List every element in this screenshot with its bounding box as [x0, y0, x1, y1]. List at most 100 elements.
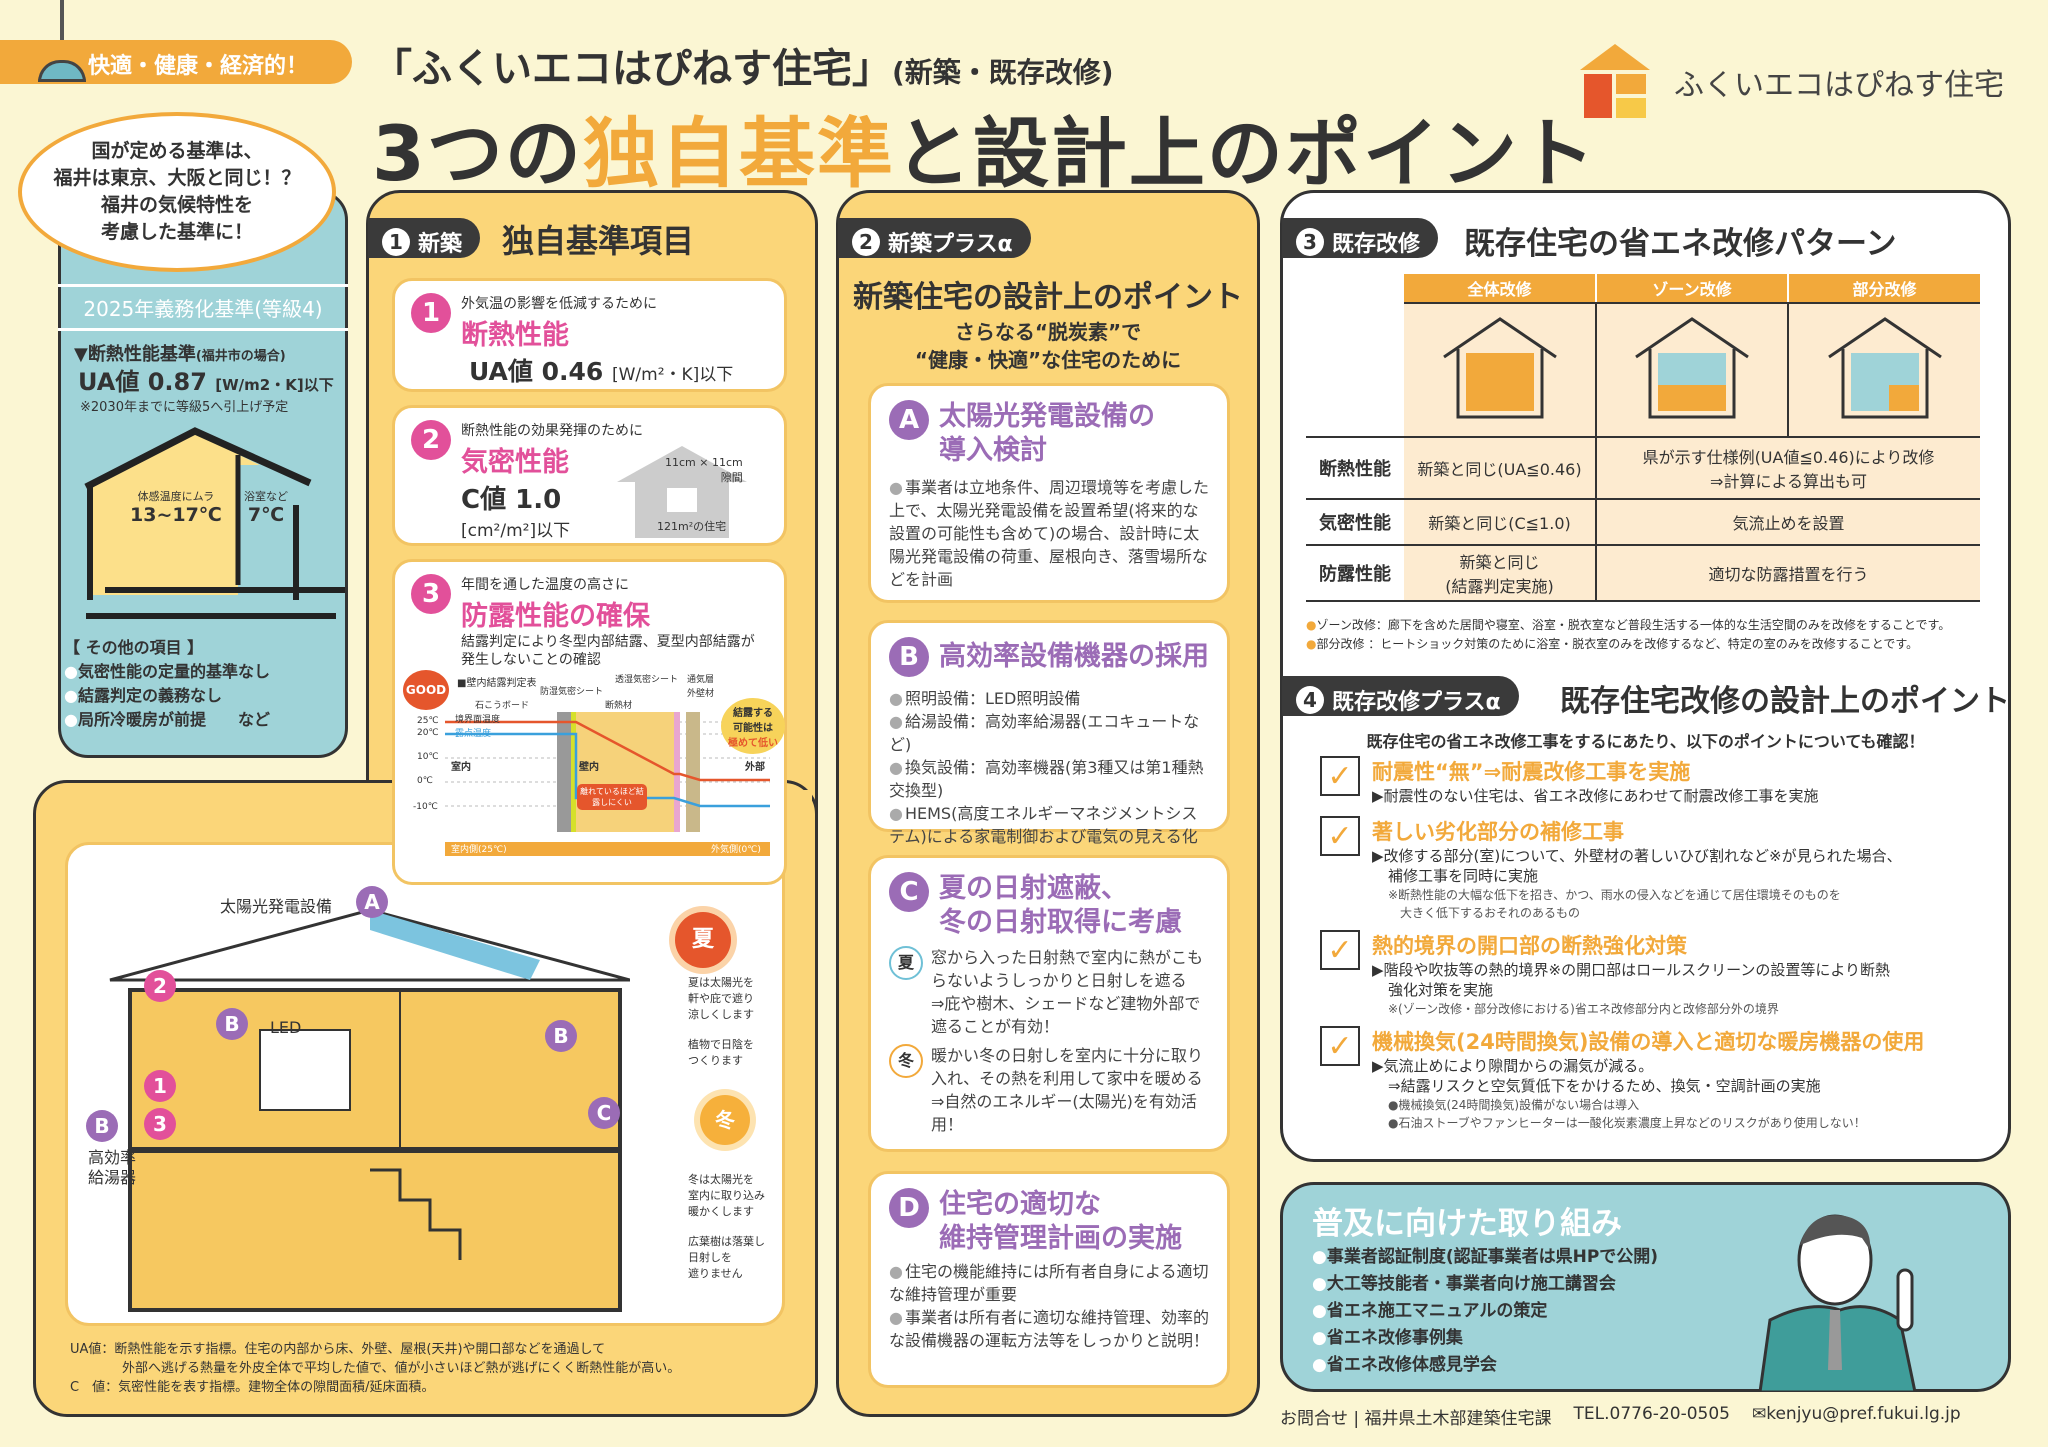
note-line: 遮りません: [688, 1267, 743, 1280]
label-line: 給湯器: [88, 1168, 137, 1187]
card-title: 夏の日射遮蔽、: [939, 873, 1128, 904]
column-header: ゾーン改修: [1596, 274, 1789, 304]
promotion-list: ●事業者認証制度(認証事業者は県HPで公開) ●大工等技能者・事業者向け施工講習…: [1312, 1244, 1658, 1379]
house-temperature-illustration: [84, 427, 345, 619]
note-line: つくります: [688, 1054, 743, 1067]
marker-1: 1: [144, 1070, 176, 1102]
card-bullet: 事業者は立地条件、周辺環境等を考慮した上で、太陽光発電設備を設置希望(将来的な設…: [889, 476, 1209, 591]
contact-email[interactable]: ✉kenjyu@pref.fukui.lg.jp: [1752, 1404, 1961, 1429]
zone-label: 室内: [451, 762, 471, 773]
title-highlight: 独自基準: [582, 109, 895, 198]
promotion-item: ●省エネ改修事例集: [1312, 1328, 1463, 1348]
check-line: ▶気流止めにより隙間からの漏気が減る。: [1372, 1057, 1654, 1075]
logo: ふくいエコはぴねす住宅: [1570, 40, 2004, 124]
contact-dept: 福井県土木部建築住宅課: [1364, 1409, 1552, 1429]
star-line: 可能性は: [733, 723, 773, 734]
gap-word: 隙間: [720, 471, 743, 484]
section-tab-label: 新築: [418, 231, 463, 257]
title-part: 3つの: [372, 109, 583, 198]
ua-unit: [W/m2・K]以下: [215, 376, 334, 394]
other-title: 【 その他の項目 】: [64, 638, 204, 657]
note-line: 広葉樹は落葉し: [688, 1235, 765, 1248]
row-label: 気密性能: [1306, 499, 1404, 546]
other-item-text: 結露判定の義務なし: [77, 686, 222, 705]
house-cross-section: [109, 908, 630, 1312]
check-line: 強化対策を実施: [1388, 981, 1494, 999]
layer-label: 断熱材: [605, 701, 633, 711]
layer-label: 通気層: [687, 675, 715, 685]
card-bullet: 住宅の機能維持には所有者自身による適切な維持管理が重要: [889, 1260, 1209, 1306]
section-number: 2: [852, 227, 880, 256]
card-lead: 年間を通した温度の高さに: [461, 577, 629, 593]
full-cell: 新築と同じ(UA≦0.46): [1404, 437, 1597, 500]
lamp-cord: [60, 0, 64, 62]
other-item-text: 気密性能の定量的基準なし: [77, 662, 270, 681]
contact-tel[interactable]: TEL.0776-20-0505: [1573, 1404, 1730, 1424]
partial-renovation-icon: [1788, 303, 1980, 438]
gypsum-layer: [557, 712, 571, 832]
card-bullet: 照明設備：LED照明設備: [889, 687, 1209, 710]
other-item: ●結露判定の義務なし: [64, 686, 222, 705]
check-note: ●機械換気(24時間換気)設備がない場合は導入: [1388, 1098, 1640, 1112]
card-bullet: 給湯設備：高効率給湯器(エコキュートなど): [889, 710, 1209, 756]
winter-text: 暖かい冬の日射しを室内に十分に取り入れ、その熱を利用して家中を暖める: [931, 1046, 1204, 1088]
ua-label: UA値: [78, 368, 140, 396]
other-item: ●気密性能の定量的基準なし: [64, 662, 270, 681]
star-line: 結露する: [733, 708, 773, 719]
cladding-layer: [686, 712, 700, 832]
card-title: 冬の日射取得に考慮: [939, 907, 1182, 938]
email-text[interactable]: kenjyu@pref.fukui.lg.jp: [1766, 1404, 1961, 1424]
check-note: 大きく低下するおそれのあるもの: [1400, 906, 1581, 920]
breathable-sheet-layer: [674, 712, 680, 832]
check-icon: ✓: [1320, 816, 1360, 856]
table-row: 断熱性能 新築と同じ(UA≦0.46) 県が示す仕様例(UA値≦0.46)により…: [1306, 437, 1980, 500]
chart-legend: ■壁内結露判定表: [457, 678, 537, 689]
promotion-text: 省エネ改修事例集: [1326, 1328, 1463, 1348]
ua-number: 0.87: [147, 368, 207, 396]
room-label: 浴室など: [244, 490, 288, 503]
star-line: 極めて低い: [728, 738, 778, 749]
room-label: 体感温度にムラ: [137, 490, 215, 503]
logo-text: ふくいエコはぴねす住宅: [1674, 68, 2004, 103]
note-line: 暖かくします: [688, 1205, 754, 1218]
promotion-item: ●省エネ施工マニュアルの策定: [1312, 1301, 1548, 1321]
cell-line: (結露判定実施): [1445, 577, 1554, 596]
check-item: ✓著しい劣化部分の補修工事▶改修する部分(室)について、外壁材の著しいひび割れな…: [1320, 816, 2000, 922]
criterion: ▼断熱性能基準(福井市の場合): [74, 340, 344, 366]
note-text: 部分改修 ：ヒートショック対策のために浴室・脱衣室のみを改修するなど、特定の室の…: [1316, 637, 1919, 651]
logo-house-icon: [1580, 44, 1650, 118]
standard-title: 2025年義務化基準(等級4): [58, 284, 348, 331]
gap-house-icon: [617, 446, 747, 538]
number-badge: 1: [411, 293, 451, 333]
promotion-item: ●事業者認証制度(認証事業者は県HPで公開): [1312, 1247, 1659, 1267]
cell-line: 県が示す仕様例(UA値≦0.46)により改修: [1642, 448, 1935, 467]
good-badge: GOOD: [403, 670, 449, 710]
note-line: 冬は太陽光を: [688, 1173, 754, 1186]
layer-label: 防湿気密シート: [540, 687, 604, 697]
card-title: 高効率設備機器の採用: [939, 641, 1209, 672]
staff-person-illustration: [1758, 1214, 1917, 1392]
table-row: 防露性能 新築と同じ(結露判定実施) 適切な防露措置を行う: [1306, 545, 1980, 602]
card-title: 防露性能の確保: [461, 601, 650, 632]
layer-label: 透湿気密シート: [615, 675, 679, 685]
card-title: 住宅の適切な: [939, 1189, 1101, 1220]
subtitle-line: さらなる“脱炭素”で: [954, 320, 1142, 344]
section-tab-label: 既存改修プラスα: [1332, 689, 1501, 715]
card-title: 断熱性能: [461, 320, 569, 351]
y-tick: -10℃: [413, 802, 438, 812]
check-icon: ✓: [1320, 1026, 1360, 1066]
card-bullet: 換気設備：高効率機器(第3種又は第1種熱交換型): [889, 756, 1209, 802]
footnotes: UA値：断熱性能を示す指標。住宅の内部から床、外壁、屋根(天井)や開口部などを通…: [70, 1340, 680, 1397]
summer-icon: 夏: [889, 946, 923, 980]
summer-text: 窓から入った日射熱で室内に熱がこもらないようしっかりと日射しを遮る: [931, 948, 1204, 990]
section-tab-label: 新築プラスα: [888, 231, 1013, 257]
vapor-sheet-layer: [571, 712, 576, 832]
mail-icon: ✉: [1751, 1404, 1767, 1424]
marker-b: B: [86, 1110, 118, 1142]
house-area: 121m²の住宅: [657, 520, 727, 533]
marker-b: B: [216, 1008, 248, 1040]
